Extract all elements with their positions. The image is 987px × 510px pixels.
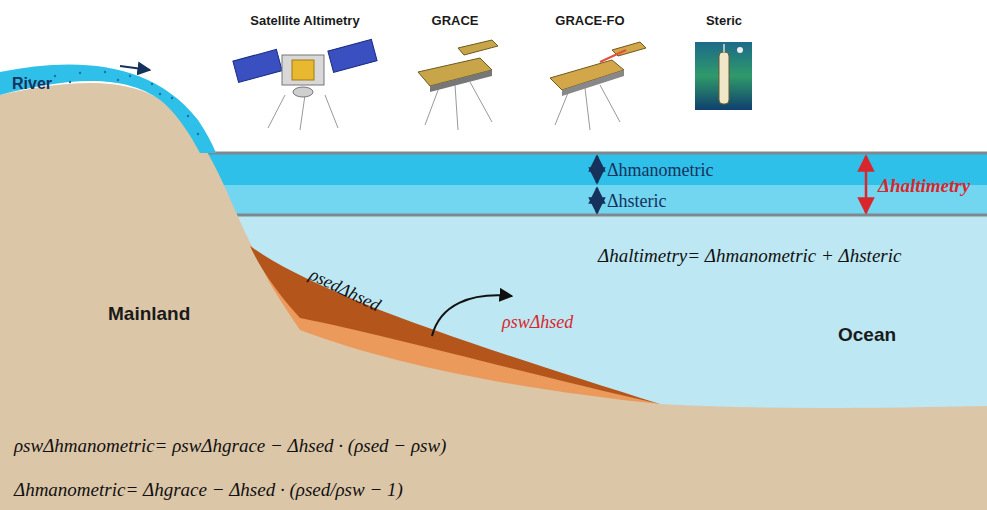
equation: ρswΔhmanometric= ρswΔhgrace − Δhsed · (ρ… <box>14 435 446 457</box>
place-name: Ocean <box>838 324 896 346</box>
river-sediment-dots <box>29 71 199 135</box>
manometric-arrow <box>596 156 599 183</box>
sea-surface-line <box>190 152 987 155</box>
equation: Δhmanometric= Δhgrace − Δhsed · (ρsed/ρs… <box>14 479 403 501</box>
height-label: Δhaltimetry <box>878 175 970 197</box>
satellite-name: GRACE-FO <box>555 14 624 29</box>
height-label: Δhmanometric <box>607 160 714 181</box>
satellite-name: Steric <box>706 14 742 29</box>
older-sediment <box>258 258 660 404</box>
argo-float-photo <box>695 42 752 110</box>
height-label: Δhsteric <box>607 191 667 212</box>
river-flow-arrow <box>120 66 150 70</box>
new-sediment <box>250 246 660 404</box>
place-name: Mainland <box>108 303 190 325</box>
grace-fo-satellites <box>550 42 646 130</box>
altimetry-satellite <box>233 39 377 130</box>
satellite-name: Satellite Altimetry <box>250 14 359 29</box>
reference-surface-line <box>225 214 987 217</box>
river-channel <box>0 64 216 153</box>
equation: Δhaltimetry= Δhmanometric + Δhsteric <box>598 245 901 267</box>
place-name: River <box>12 75 52 93</box>
steric-arrow <box>596 188 599 213</box>
altimetry-arrow <box>865 156 868 213</box>
sediment-label: ρsedΔhsed <box>306 264 384 316</box>
sediment-label: ρswΔhsed <box>502 312 573 333</box>
sediment-displacement-arrow <box>432 295 512 336</box>
mainland <box>0 83 987 510</box>
grace-satellites <box>418 40 498 130</box>
satellite-name: GRACE <box>432 14 479 29</box>
